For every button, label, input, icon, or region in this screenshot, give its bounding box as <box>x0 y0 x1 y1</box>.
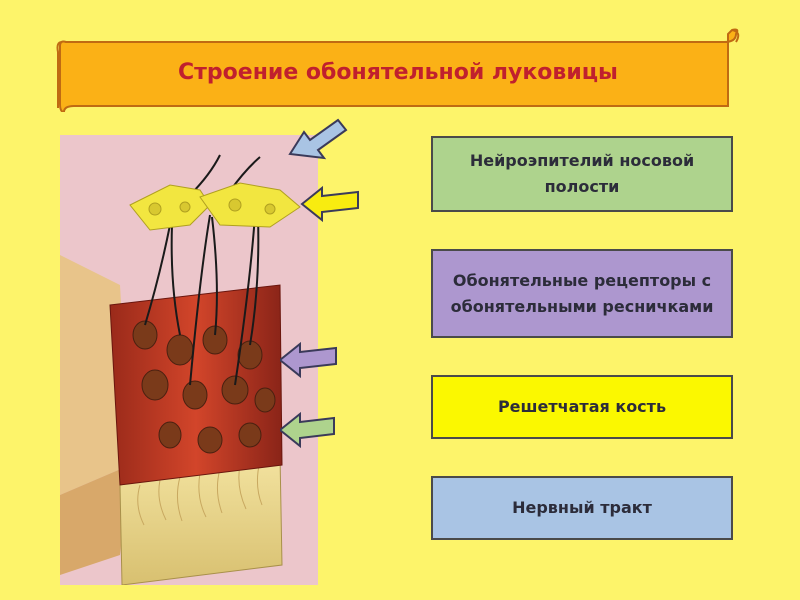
scroll-banner-shape <box>56 28 740 112</box>
olfactory-bulb-illustration <box>60 135 360 586</box>
nerve-fibers <box>144 154 261 386</box>
pointer-arrows <box>280 118 359 449</box>
label-ethmoid-bone: Решетчатая кость <box>431 375 733 439</box>
page-title: Строение обонятельной луковицы <box>178 60 618 85</box>
label-nerve-tract: Нервный тракт <box>431 476 733 540</box>
yellow-arrow-icon <box>300 185 359 223</box>
green-arrow-icon <box>280 411 335 449</box>
blue-arrow-icon <box>288 118 348 160</box>
glomeruli <box>129 182 301 231</box>
label-olfactory-receptors: Обонятельные рецепторы с обонятельными р… <box>431 249 733 338</box>
title-banner: Строение обонятельной луковицы <box>56 28 740 112</box>
purple-arrow-icon <box>280 341 337 379</box>
label-neuroepithelium: Нейроэпителий носовой полости <box>431 136 733 212</box>
